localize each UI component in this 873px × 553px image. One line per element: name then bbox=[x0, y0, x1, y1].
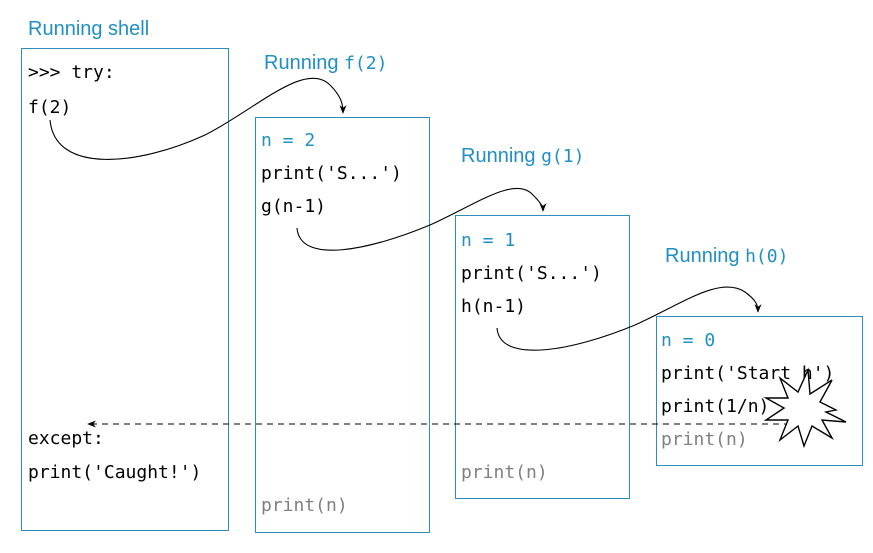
frame-h-print-div: print(1/n) bbox=[661, 396, 770, 417]
frame-g-print-n: print(n) bbox=[461, 462, 548, 483]
frame-g-call: h(n-1) bbox=[461, 296, 527, 317]
frame-f-call: g(n-1) bbox=[261, 196, 327, 217]
explosion-burst-icon bbox=[763, 367, 847, 449]
frame-g-assign: n = 1 bbox=[461, 230, 516, 251]
frame-h-print-start: print('Start h') bbox=[661, 363, 835, 384]
shell-title: Running shell bbox=[28, 18, 150, 40]
shell-frame bbox=[21, 48, 229, 531]
call-arrow-h bbox=[496, 286, 762, 351]
call-arrow-f bbox=[49, 77, 347, 160]
shell-line-try: >>> try: bbox=[28, 62, 115, 83]
frame-f-print-n: print(n) bbox=[261, 495, 348, 516]
frame-h-assign: n = 0 bbox=[661, 330, 716, 351]
frame-f-title: Running f(2) bbox=[264, 52, 388, 74]
frame-g-box bbox=[455, 215, 630, 499]
frame-f-box bbox=[255, 117, 430, 533]
frame-h-print-n: print(n) bbox=[661, 429, 748, 450]
frame-f-assign: n = 2 bbox=[261, 130, 316, 151]
shell-line-print: print('Caught!') bbox=[28, 462, 202, 483]
frame-f-print-start: print('S...') bbox=[261, 163, 402, 184]
call-arrow-g bbox=[296, 187, 547, 251]
frame-g-title: Running g(1) bbox=[461, 145, 585, 167]
frame-h-box bbox=[656, 316, 863, 466]
shell-line-call: f(2) bbox=[28, 97, 72, 118]
shell-line-except: except: bbox=[28, 428, 104, 449]
frame-h-title: Running h(0) bbox=[665, 245, 789, 267]
frame-g-print-start: print('S...') bbox=[461, 263, 602, 284]
